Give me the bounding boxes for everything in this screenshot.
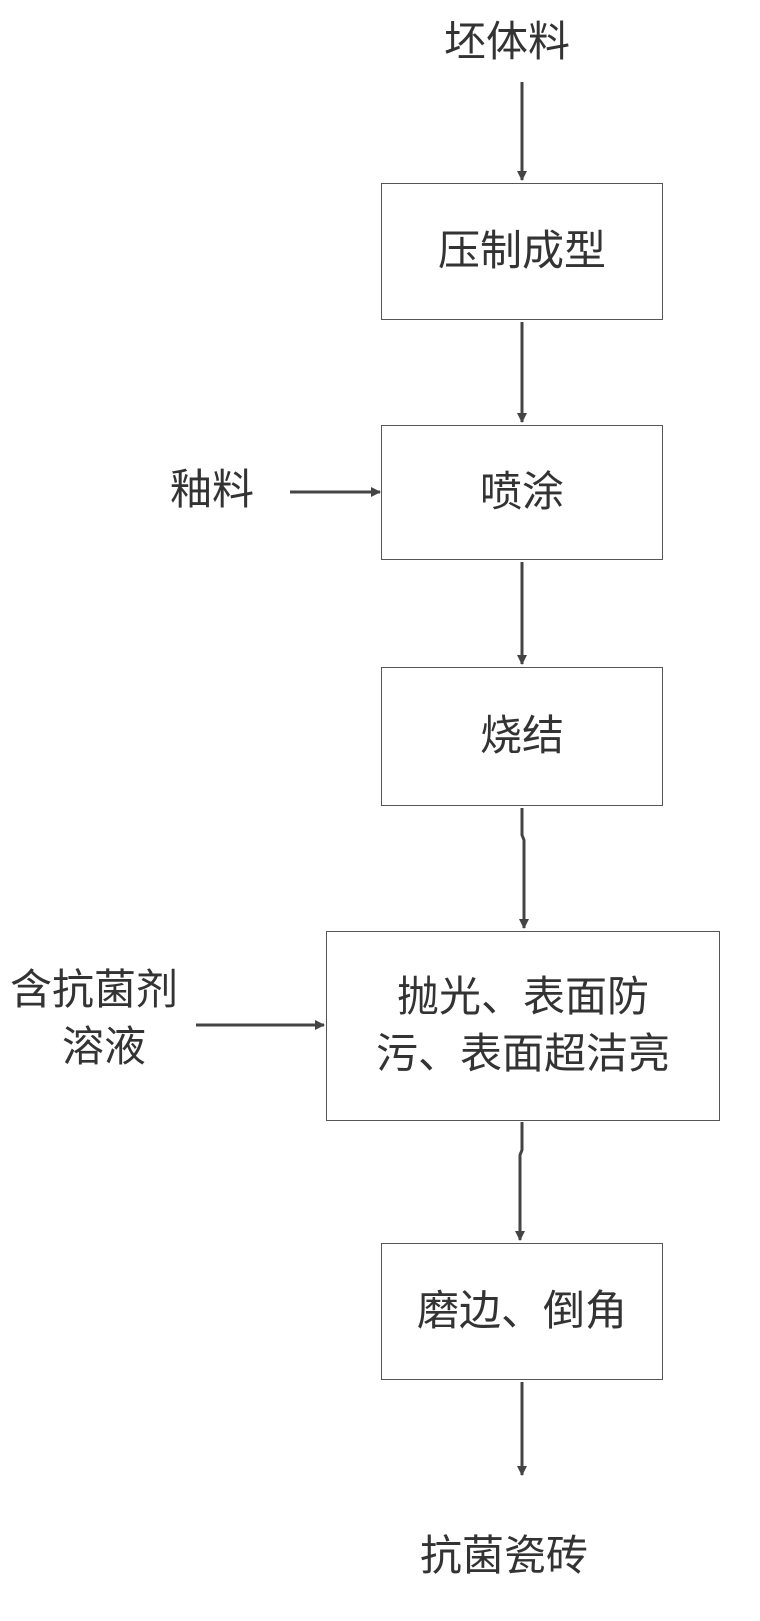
input-label-blank-material: 坯体料 — [444, 14, 570, 71]
step-label-polishing: 抛光、表面防 污、表面超洁亮 — [376, 969, 670, 1082]
step-box-pressing: 压制成型 — [381, 183, 663, 320]
side-input-label-antibacterial-solution: 含抗菌剂 溶液 — [10, 962, 178, 1075]
output-label-antibacterial-tile: 抗菌瓷砖 — [420, 1528, 588, 1585]
step-label-pressing: 压制成型 — [438, 223, 606, 280]
arrow-polishing-to-edging — [520, 1122, 522, 1240]
step-label-sintering: 烧结 — [480, 708, 564, 765]
polishing-label-line-2: 污、表面超洁亮 — [376, 1026, 670, 1083]
step-box-sintering: 烧结 — [381, 667, 663, 806]
antibacterial-label-line-2: 溶液 — [10, 1019, 178, 1076]
polishing-label-line-1: 抛光、表面防 — [376, 969, 670, 1026]
step-label-edging: 磨边、倒角 — [417, 1283, 627, 1340]
step-box-edging: 磨边、倒角 — [381, 1243, 663, 1380]
arrow-sintering-to-polishing — [522, 808, 524, 928]
step-box-polishing: 抛光、表面防 污、表面超洁亮 — [326, 931, 720, 1121]
side-input-label-glaze: 釉料 — [170, 462, 254, 519]
antibacterial-label-line-1: 含抗菌剂 — [10, 962, 178, 1019]
step-box-spraying: 喷涂 — [381, 425, 663, 560]
step-label-spraying: 喷涂 — [480, 464, 564, 521]
